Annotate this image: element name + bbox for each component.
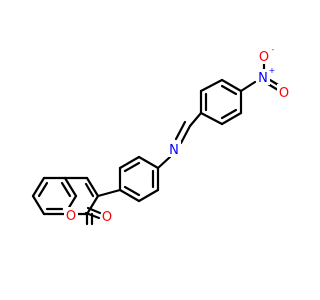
nitro-nitrogen-charge: + — [269, 66, 276, 75]
nitro-nitrogen-label: N — [258, 71, 268, 86]
bond — [137, 155, 160, 170]
molecule-structure: N N + O - O O O — [31, 45, 291, 226]
nitro-nitrogen-atom: N + — [256, 66, 275, 86]
bond — [118, 155, 141, 170]
bond — [85, 176, 100, 198]
bond — [199, 78, 224, 93]
carbonyl-oxygen-label: O — [102, 210, 112, 225]
bond — [37, 181, 49, 198]
imine-nitrogen-label: N — [169, 143, 179, 158]
bond — [118, 188, 141, 203]
bond — [199, 111, 224, 126]
imine-nitrogen-atom: N — [167, 141, 181, 158]
nitro-oxygen-top-label: O — [259, 50, 269, 65]
bond — [220, 108, 238, 120]
nitro-oxygen-top-charge: - — [272, 45, 275, 54]
bond — [63, 176, 78, 198]
bond — [60, 181, 72, 198]
ring-oxygen-label: O — [66, 209, 76, 224]
bonds — [31, 61, 282, 226]
bond — [123, 161, 141, 173]
bond — [220, 84, 238, 96]
bond — [220, 111, 243, 126]
atom-labels: N N + O - O O O — [64, 45, 291, 225]
nitro-oxygen-bottom-atom: O — [277, 84, 291, 101]
bond — [220, 78, 243, 93]
bond — [31, 176, 46, 198]
bond — [156, 155, 172, 170]
bond — [96, 188, 122, 198]
bond — [84, 182, 95, 198]
bond — [188, 111, 203, 128]
nitro-oxygen-bottom-label: O — [279, 86, 289, 101]
ring-oxygen-atom: O — [64, 207, 78, 224]
bond — [31, 194, 46, 216]
molecule-canvas: N N + O - O O O — [31, 45, 291, 226]
bond — [137, 188, 160, 203]
bond — [174, 120, 187, 141]
bond — [239, 80, 257, 93]
carbonyl-bond — [84, 206, 102, 220]
bond — [85, 194, 100, 216]
bond — [179, 124, 192, 145]
nitro-oxygen-top-atom: O - — [257, 45, 275, 65]
carbonyl-oxygen-atom: O — [100, 208, 114, 225]
bond — [123, 185, 141, 197]
